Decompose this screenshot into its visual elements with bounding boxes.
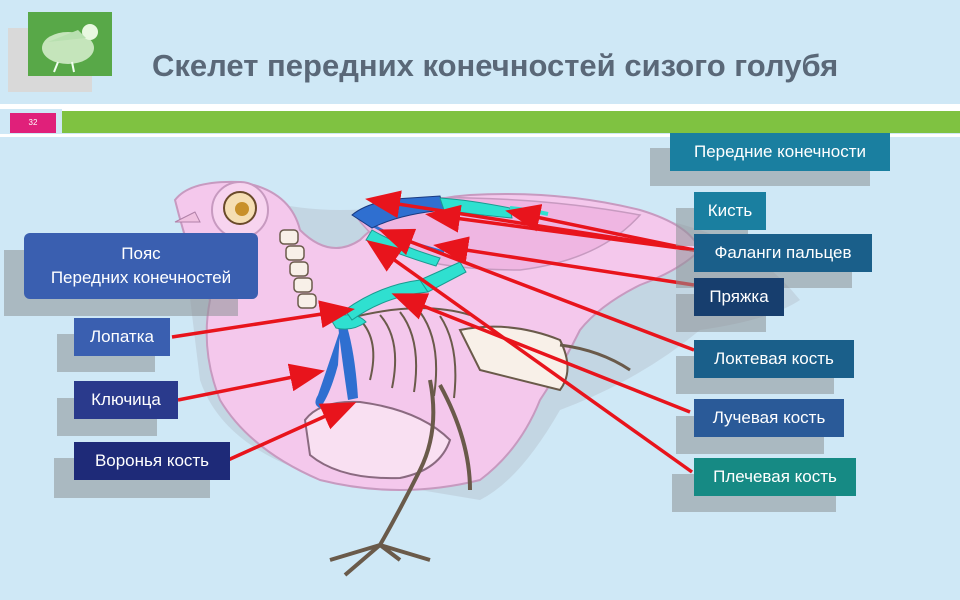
arrow-ulna: [378, 228, 695, 352]
arrow-scapula: [171, 300, 355, 339]
label-scapula-text: Лопатка: [74, 318, 170, 356]
label-hand-text: Кисть: [694, 192, 766, 230]
label-ulna-text: Локтевая кость: [694, 340, 854, 378]
label-clavicle-text: Ключица: [74, 381, 178, 419]
pigeon-thumbnail-image: [28, 12, 112, 76]
label-radius-text: Лучевая кость: [694, 399, 844, 437]
beak: [174, 211, 201, 223]
arrow-clavicle: [177, 363, 325, 402]
label-coracoid-text: Воронья кость: [74, 442, 230, 480]
arrow-phalanges: [505, 204, 695, 252]
legs: [329, 379, 472, 577]
slide-title: Скелет передних конечностей сизого голуб…: [152, 48, 839, 83]
label-humerus-text: Плечевая кость: [694, 458, 856, 496]
title-divider: [0, 104, 960, 109]
label-forelimbs-text: Передние конечности: [670, 133, 890, 171]
coracoid-bone: [338, 320, 358, 400]
accent-bar: [62, 109, 960, 133]
arrow-radius: [391, 293, 691, 414]
accent-bar-underline: [0, 134, 960, 137]
pelvis: [458, 325, 569, 392]
arrow-humerus: [366, 239, 694, 474]
neck-vertebrae: [279, 229, 317, 309]
arrow-coracoid: [227, 402, 357, 462]
tail-vertebrae: [559, 343, 631, 372]
slide-number-badge: 32: [10, 113, 56, 133]
eye-icon: [235, 202, 249, 216]
arrow-carpometacarpus: [433, 236, 695, 287]
label-girdle-text: Пояс Передних конечностей: [24, 233, 258, 299]
label-phalanges-text: Фаланги пальцев: [694, 234, 872, 272]
arrow-hand-2: [425, 204, 695, 252]
label-carpometacarpus-text: Пряжка: [694, 278, 784, 316]
